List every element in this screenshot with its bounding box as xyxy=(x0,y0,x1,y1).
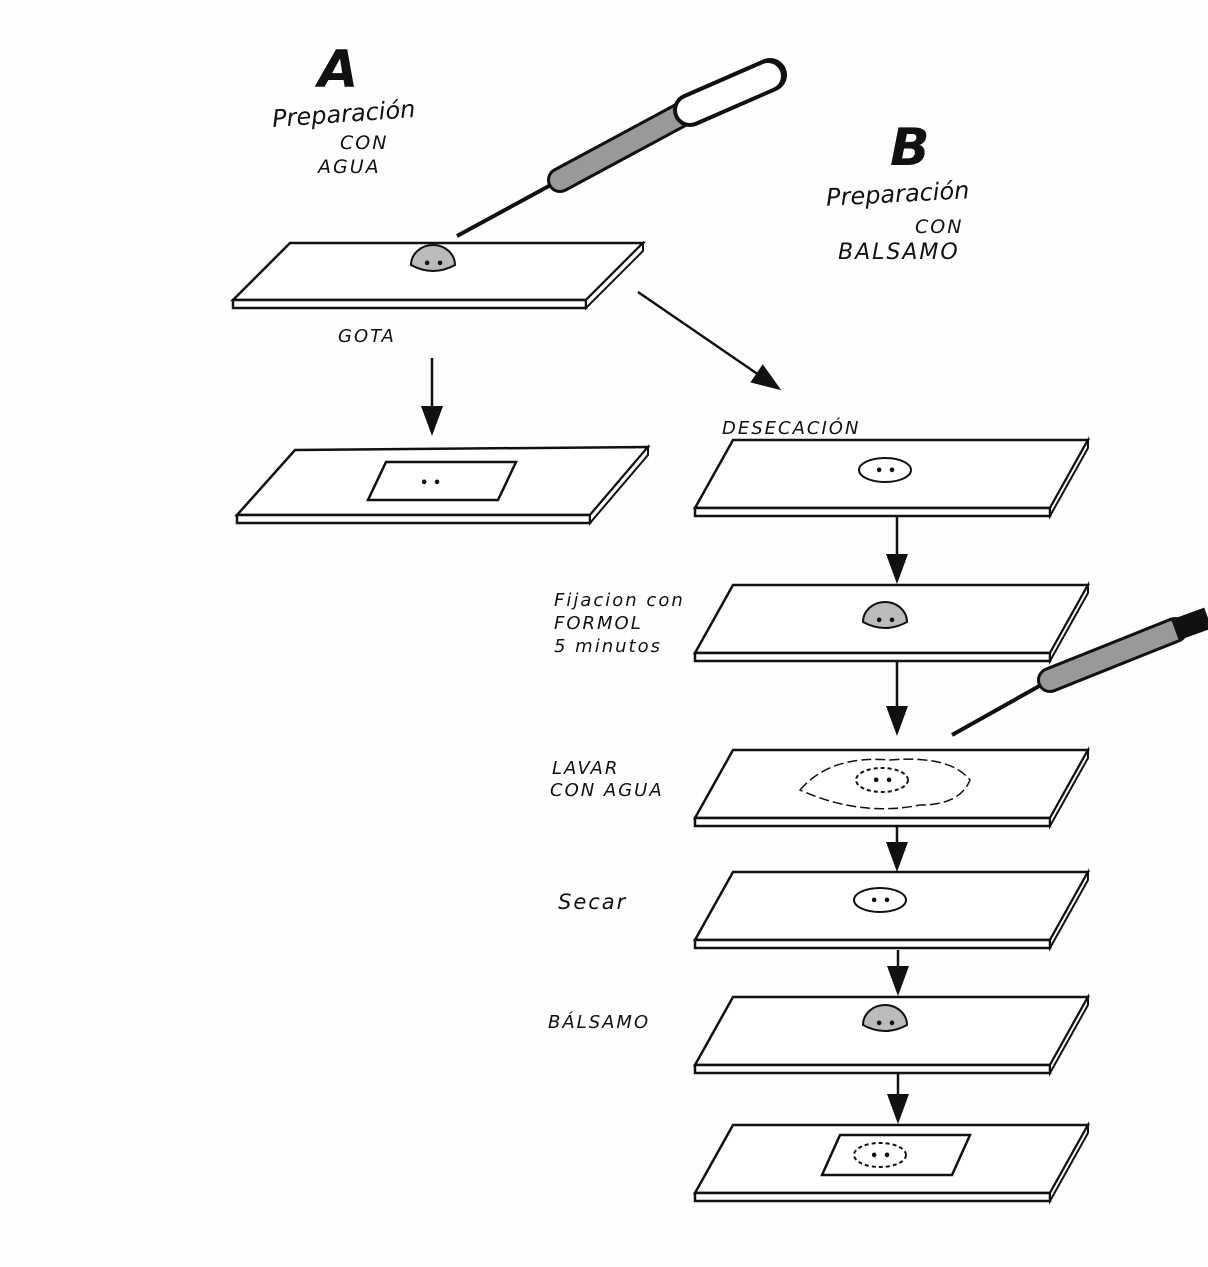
drop-a1 xyxy=(409,244,457,272)
label-gota: GOTA xyxy=(338,326,396,347)
label-fijacion-2: FORMOL xyxy=(554,613,643,634)
slide-b1-side xyxy=(1049,436,1089,520)
label-secar: Secar xyxy=(558,890,628,914)
slide-b4 xyxy=(692,870,1091,942)
section-b-con: CON xyxy=(915,216,964,238)
arrow-a-to-b-head xyxy=(750,364,782,391)
smear-b1 xyxy=(858,457,912,483)
coverslip-a2 xyxy=(366,460,518,502)
smear-b4 xyxy=(853,887,907,913)
drop-b2 xyxy=(861,601,909,629)
slide-a1-side xyxy=(585,240,644,311)
label-desecacion: DESECACIÓN xyxy=(722,418,861,439)
slide-b4-side xyxy=(1049,868,1089,952)
slide-b2-edge xyxy=(693,651,1052,663)
slide-b1-edge xyxy=(693,506,1052,518)
dropper-a-bulb-fill xyxy=(677,63,781,123)
arrow-b-4-head xyxy=(887,966,909,996)
label-balsamo: BÁLSAMO xyxy=(548,1012,651,1033)
label-fijacion-3: 5 minutos xyxy=(554,636,662,657)
smear-b3 xyxy=(855,767,909,793)
arrow-b-3-head xyxy=(886,842,908,872)
smear-b6-specimen: • • xyxy=(870,1149,891,1164)
section-a-agua: AGUA xyxy=(318,156,381,178)
label-lavar-1: LAVAR xyxy=(552,758,620,779)
arrow-b-1-head xyxy=(886,554,908,584)
smear-b3-specimen: • • xyxy=(872,774,893,789)
slide-b6-edge xyxy=(693,1191,1052,1203)
water-wash-b3 xyxy=(798,758,971,810)
slide-a1-edge xyxy=(231,298,588,310)
dropper-b-icon-tip xyxy=(951,678,1051,737)
slide-b5-edge xyxy=(693,1063,1052,1075)
slide-a2-edge xyxy=(235,513,592,525)
section-a-letter: A xyxy=(318,40,359,100)
label-fijacion-1: Fijacion con xyxy=(554,590,685,611)
drop-b5 xyxy=(861,1004,909,1032)
slide-b3-edge xyxy=(693,816,1052,828)
smear-b6 xyxy=(853,1142,907,1168)
drop-a1-specimen: • • xyxy=(423,257,444,272)
slide-b2-side xyxy=(1049,581,1089,665)
slide-b3-side xyxy=(1049,746,1089,830)
arrow-a-to-b xyxy=(637,290,779,390)
arrow-a-down-head xyxy=(421,406,443,436)
coverslip-b6 xyxy=(820,1133,972,1177)
specimen-a2: • • xyxy=(420,476,441,491)
slide-b4-edge xyxy=(693,938,1052,950)
label-lavar-2: CON AGUA xyxy=(550,780,664,801)
section-b-letter: B xyxy=(890,118,930,178)
smear-b4-specimen: • • xyxy=(870,894,891,909)
arrow-b-5-head xyxy=(887,1094,909,1124)
drop-b2-specimen: • • xyxy=(875,614,896,629)
slide-a2-side xyxy=(589,444,649,526)
drop-b5-specimen: • • xyxy=(875,1017,896,1032)
dropper-b-bulb-icon xyxy=(1171,607,1208,641)
dropper-a-icon-tip xyxy=(456,178,561,238)
slide-b6-side xyxy=(1049,1121,1089,1205)
dropper-a-icon-liquid xyxy=(550,100,700,190)
smear-b1-specimen: • • xyxy=(875,464,896,479)
section-a-con: CON xyxy=(340,132,389,154)
dropper-b-icon-liquid xyxy=(1040,620,1185,690)
section-b-balsamo: BALSAMO xyxy=(838,240,960,265)
arrow-b-2-head xyxy=(886,706,908,736)
slide-b5-side xyxy=(1049,993,1089,1077)
